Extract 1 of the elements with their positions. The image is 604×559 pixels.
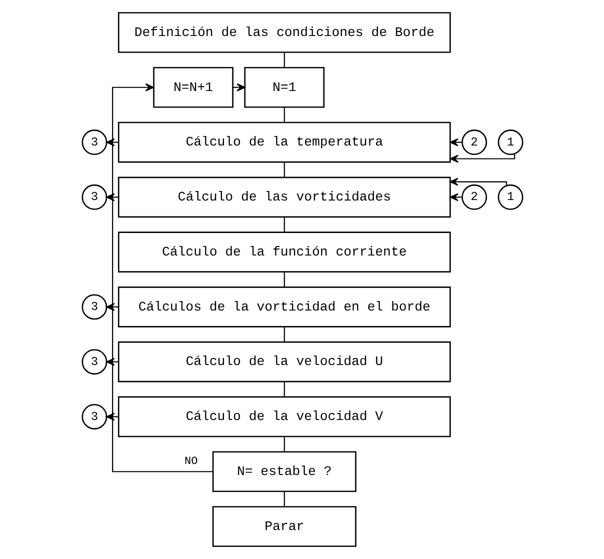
edge-label: NO [184,456,198,468]
